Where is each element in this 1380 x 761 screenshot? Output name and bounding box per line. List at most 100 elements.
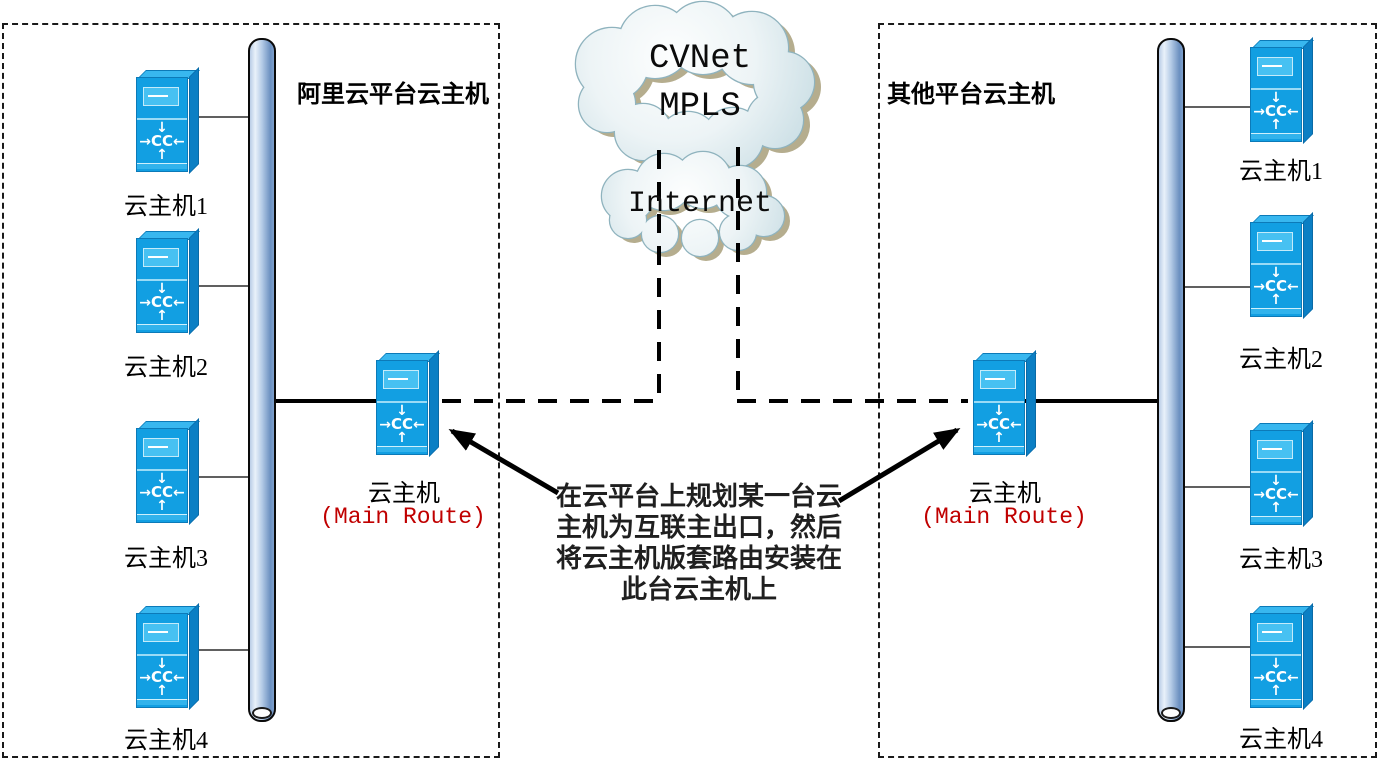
annotation-arrow-right	[837, 427, 961, 504]
host-side-face	[1303, 420, 1313, 527]
wan-cloud-text-line2: MPLS	[659, 88, 741, 126]
host-led-slot-icon	[980, 370, 1016, 389]
host-bottom-strip	[1251, 516, 1301, 522]
cc-converge-arrows-icon: ↓ →CC← ↑	[1251, 90, 1301, 133]
arrow-right-icon: →	[976, 417, 988, 433]
arrow-up-icon: ↑	[1270, 500, 1282, 516]
cc-text: CC	[987, 415, 1011, 433]
host-led-slot-icon	[1257, 440, 1293, 459]
cc-text: CC	[1264, 102, 1288, 120]
host-divider	[137, 469, 187, 471]
host-divider	[1251, 471, 1301, 473]
host-front-face: ↓ →CC← ↑	[1250, 222, 1302, 317]
arrow-down-icon: ↓	[1270, 656, 1282, 672]
arrow-down-icon: ↓	[156, 471, 168, 487]
host-divider	[137, 654, 187, 656]
left-zone-title: 阿里云平台云主机	[297, 82, 489, 108]
cc-text: CC	[150, 293, 174, 311]
arrow-up-icon: ↑	[156, 308, 168, 324]
arrow-left-icon: ←	[1287, 279, 1299, 295]
host-front-face: ↓ →CC← ↑	[973, 360, 1025, 455]
host-divider	[974, 401, 1024, 403]
host-bottom-strip	[1251, 699, 1301, 705]
arrow-down-icon: ↓	[156, 120, 168, 136]
host-connection-lines	[190, 106, 1255, 651]
arrow-right-icon: →	[379, 417, 391, 433]
cc-text: CC	[150, 132, 174, 150]
arrow-down-icon: ↓	[1270, 265, 1282, 281]
arrow-up-icon: ↑	[156, 683, 168, 699]
host-led-slot-icon	[1257, 57, 1293, 76]
host-side-face	[429, 350, 439, 457]
host-divider	[1251, 88, 1301, 90]
arrow-left-icon: ←	[173, 485, 185, 501]
cc-converge-arrows-icon: ↓ →CC← ↑	[137, 471, 187, 514]
host-bottom-strip	[1251, 308, 1301, 314]
annotation-line3: 将云主机版套路由安装在	[555, 544, 842, 573]
arrow-up-icon: ↑	[156, 498, 168, 514]
left-host2-label: 云主机2	[124, 355, 208, 381]
host-front-face: ↓ →CC← ↑	[136, 77, 188, 172]
host-bottom-strip	[137, 324, 187, 330]
host-side-face	[189, 228, 199, 335]
host-front-face: ↓ →CC← ↑	[1250, 613, 1302, 708]
internet-cloud-text: Internet	[627, 187, 773, 221]
arrow-right-icon: →	[1253, 670, 1265, 686]
annotation-text: 在云平台上规划某一台云 主机为互联主出口，然后 将云主机版套路由安装在 此台云主…	[538, 481, 860, 605]
host-side-face	[1026, 350, 1036, 457]
arrow-left-icon: ←	[173, 134, 185, 150]
arrow-right-icon: →	[139, 295, 151, 311]
right-host2-icon: ↓ →CC← ↑	[1250, 212, 1314, 319]
annotation-line1: 在云平台上规划某一台云	[555, 482, 842, 511]
host-divider	[377, 401, 427, 403]
left-host3-label: 云主机3	[124, 546, 208, 572]
host-bottom-strip	[137, 699, 187, 705]
arrow-up-icon: ↑	[1270, 117, 1282, 133]
alicloud-zone-box	[2, 23, 500, 758]
cc-converge-arrows-icon: ↓ →CC← ↑	[1251, 656, 1301, 699]
arrow-right-icon: →	[1253, 487, 1265, 503]
cc-converge-arrows-icon: ↓ →CC← ↑	[1251, 473, 1301, 516]
arrow-down-icon: ↓	[1270, 90, 1282, 106]
host-side-face	[189, 67, 199, 174]
host-side-face	[189, 418, 199, 525]
host-side-face	[1303, 212, 1313, 319]
arrow-up-icon: ↑	[1270, 683, 1282, 699]
right-router-sublabel: (Main Route)	[921, 504, 1087, 530]
arrow-right-icon: →	[139, 485, 151, 501]
host-front-face: ↓ →CC← ↑	[136, 613, 188, 708]
cc-text: CC	[1264, 668, 1288, 686]
left-host1-icon: ↓ →CC← ↑	[136, 67, 200, 174]
annotation-line2: 主机为互联主出口，然后	[555, 513, 842, 542]
host-divider	[1251, 263, 1301, 265]
host-divider	[1251, 654, 1301, 656]
host-bottom-strip	[137, 163, 187, 169]
host-led-slot-icon	[383, 370, 419, 389]
arrow-down-icon: ↓	[156, 656, 168, 672]
arrow-up-icon: ↑	[396, 430, 408, 446]
left-host4-label: 云主机4	[124, 728, 208, 754]
host-led-slot-icon	[143, 438, 179, 457]
arrow-left-icon: ←	[173, 670, 185, 686]
arrow-left-icon: ←	[173, 295, 185, 311]
cc-text: CC	[390, 415, 414, 433]
right-host1-label: 云主机1	[1239, 159, 1323, 185]
right-router-icon: ↓ →CC← ↑	[973, 350, 1037, 457]
other-platform-zone-box	[878, 23, 1377, 758]
right-zone-title: 其他平台云主机	[887, 82, 1055, 108]
arrow-left-icon: ←	[413, 417, 425, 433]
cc-converge-arrows-icon: ↓ →CC← ↑	[974, 404, 1024, 445]
arrow-down-icon: ↓	[1270, 473, 1282, 489]
cc-text: CC	[1264, 277, 1288, 295]
arrow-left-icon: ←	[1287, 104, 1299, 120]
wan-dashed-links	[442, 147, 968, 403]
right-host1-icon: ↓ →CC← ↑	[1250, 37, 1314, 144]
arrow-right-icon: →	[1253, 279, 1265, 295]
right-network-bus	[1157, 38, 1185, 722]
host-led-slot-icon	[143, 87, 179, 106]
host-front-face: ↓ →CC← ↑	[1250, 430, 1302, 525]
host-side-face	[1303, 603, 1313, 710]
cc-text: CC	[150, 668, 174, 686]
